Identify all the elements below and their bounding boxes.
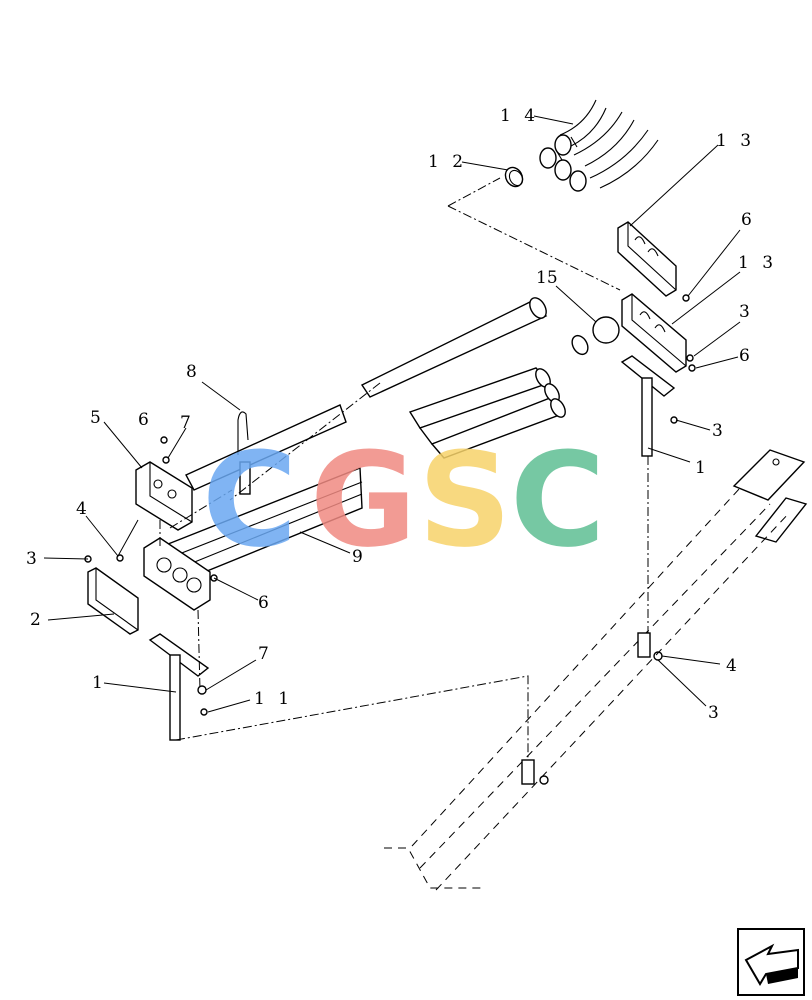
tube-upper	[360, 297, 548, 398]
callout-3-right-upper: 3	[739, 302, 754, 322]
callout-13-upper: 1 3	[716, 131, 755, 151]
bracket-upper	[617, 221, 677, 297]
leaders	[43, 115, 741, 713]
callout-1-right: 1	[695, 458, 710, 478]
support-post-left	[148, 633, 210, 741]
shield	[87, 567, 139, 635]
callout-13-lower: 1 3	[738, 253, 777, 273]
watermark-letter-c2: C	[510, 424, 605, 576]
callout-14: 1 4	[500, 106, 539, 126]
callout-12: 1 2	[428, 152, 467, 172]
callout-6-left: 6	[138, 410, 153, 430]
callout-6-right: 6	[739, 346, 754, 366]
floor-bracket	[732, 449, 808, 543]
watermark-letter-c1: C	[202, 424, 297, 576]
callout-6-lower: 6	[258, 593, 273, 613]
support-post-right	[620, 355, 676, 457]
bracket-lower	[621, 293, 687, 373]
callout-5: 5	[90, 408, 105, 428]
callout-11: 1 1	[254, 689, 293, 709]
manifold-upper	[135, 461, 193, 531]
callout-15: 15	[536, 268, 558, 288]
callout-4-right: 4	[726, 656, 741, 676]
callout-3-left: 3	[26, 549, 41, 569]
watermark-letter-g: G	[310, 424, 417, 576]
callout-9: 9	[352, 547, 367, 567]
callout-labels: 1 4 1 2 1 3 6 1 3 15 3 6 3 1 8 5 6 7 4 3…	[26, 106, 777, 723]
watermark-letter-s: S	[418, 424, 512, 576]
callout-7-lower: 7	[258, 644, 273, 664]
callout-6-upper: 6	[741, 210, 756, 230]
tube-bundle	[408, 367, 566, 459]
callout-7-upper: 7	[180, 413, 195, 433]
back-arrow-button[interactable]	[737, 928, 805, 996]
arrow-back-icon	[744, 943, 799, 986]
hose-assembly	[539, 99, 659, 192]
callout-3-bottom: 3	[708, 703, 723, 723]
hardware	[84, 294, 696, 785]
tube-main	[156, 404, 363, 583]
callout-4-left: 4	[76, 499, 91, 519]
watermark: C G S C	[202, 424, 605, 576]
fitting-8	[237, 411, 251, 495]
frame-outline	[384, 487, 791, 891]
centerlines	[159, 177, 649, 760]
tube-clamp	[571, 334, 589, 356]
callout-8: 8	[186, 362, 201, 382]
hose-clamp	[504, 166, 524, 188]
callout-3-right: 3	[712, 421, 727, 441]
callout-2: 2	[30, 610, 45, 630]
o-ring	[592, 316, 620, 344]
callout-1-left: 1	[92, 673, 107, 693]
